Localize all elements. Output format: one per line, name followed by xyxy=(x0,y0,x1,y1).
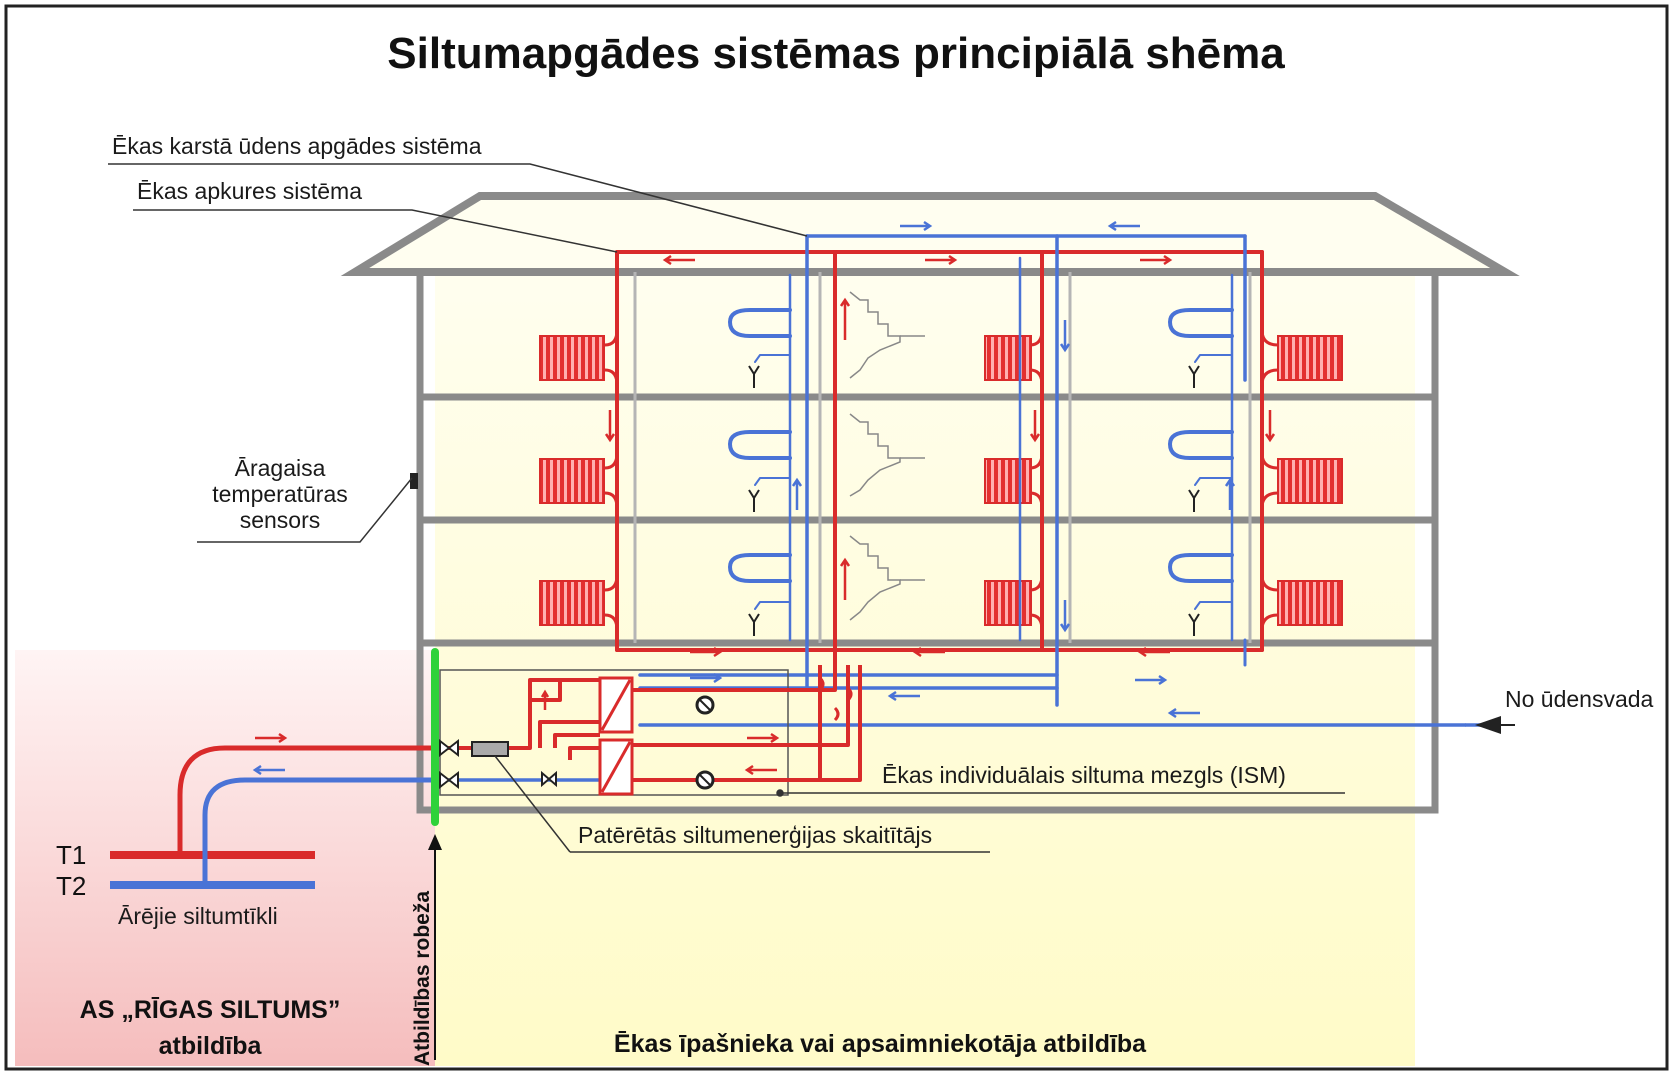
radiator xyxy=(1277,458,1343,504)
owner-responsibility-zone xyxy=(435,250,1415,1066)
label-external-networks: Ārējie siltumtīkli xyxy=(118,903,278,929)
radiators xyxy=(539,335,1343,626)
label-responsibility-boundary: Atbildības robeža xyxy=(411,891,434,1066)
label-outdoor-sensor-3: sensors xyxy=(240,507,321,533)
return-line xyxy=(202,777,440,885)
label-ism: Ēkas individuālais siltuma mezgls (ISM) xyxy=(882,762,1286,788)
label-from-water-main: No ūdensvada xyxy=(1505,686,1654,712)
label-hot-water-system: Ēkas karstā ūdens apgādes sistēma xyxy=(112,133,482,159)
radiator xyxy=(984,580,1032,626)
water-main-arrow xyxy=(1475,716,1501,734)
label-owner-responsibility: Ēkas īpašnieka vai apsaimniekotāja atbil… xyxy=(614,1030,1147,1058)
label-outdoor-sensor-1: Āragaisa xyxy=(235,455,326,481)
label-t1: T1 xyxy=(56,840,86,870)
external-pipes xyxy=(110,745,440,889)
leader-lines xyxy=(108,163,1345,853)
valve xyxy=(439,738,459,758)
radiator xyxy=(984,335,1032,381)
radiator xyxy=(1277,580,1343,626)
heat-exchangers xyxy=(598,676,634,796)
label-heat-meter: Patērētās siltumenerģijas skaitītājs xyxy=(578,822,932,848)
valve xyxy=(541,770,557,788)
staircases xyxy=(849,291,925,621)
taps xyxy=(748,365,1200,636)
label-company-responsibility-2: atbildība xyxy=(159,1032,263,1060)
radiator xyxy=(984,458,1032,504)
pumps xyxy=(695,695,715,790)
valve xyxy=(439,770,459,790)
heat-meter xyxy=(471,741,509,757)
flow-arrows xyxy=(252,220,1276,776)
boundary-arrow xyxy=(428,834,442,850)
radiator xyxy=(539,335,605,381)
radiator xyxy=(539,458,605,504)
label-heating-system: Ēkas apkures sistēma xyxy=(137,178,362,204)
outdoor-sensor xyxy=(410,473,418,489)
radiator xyxy=(539,580,605,626)
radiator xyxy=(1277,335,1343,381)
supply-line xyxy=(177,745,440,855)
label-company-responsibility-1: AS „RĪGAS SILTUMS” xyxy=(80,996,341,1024)
title: Siltumapgādes sistēmas principiālā shēma xyxy=(387,29,1285,78)
outer-frame xyxy=(4,4,1669,1071)
label-t2: T2 xyxy=(56,871,86,901)
valves xyxy=(439,738,557,790)
label-outdoor-sensor-2: temperatūras xyxy=(212,481,348,507)
building-walls xyxy=(416,268,1439,814)
